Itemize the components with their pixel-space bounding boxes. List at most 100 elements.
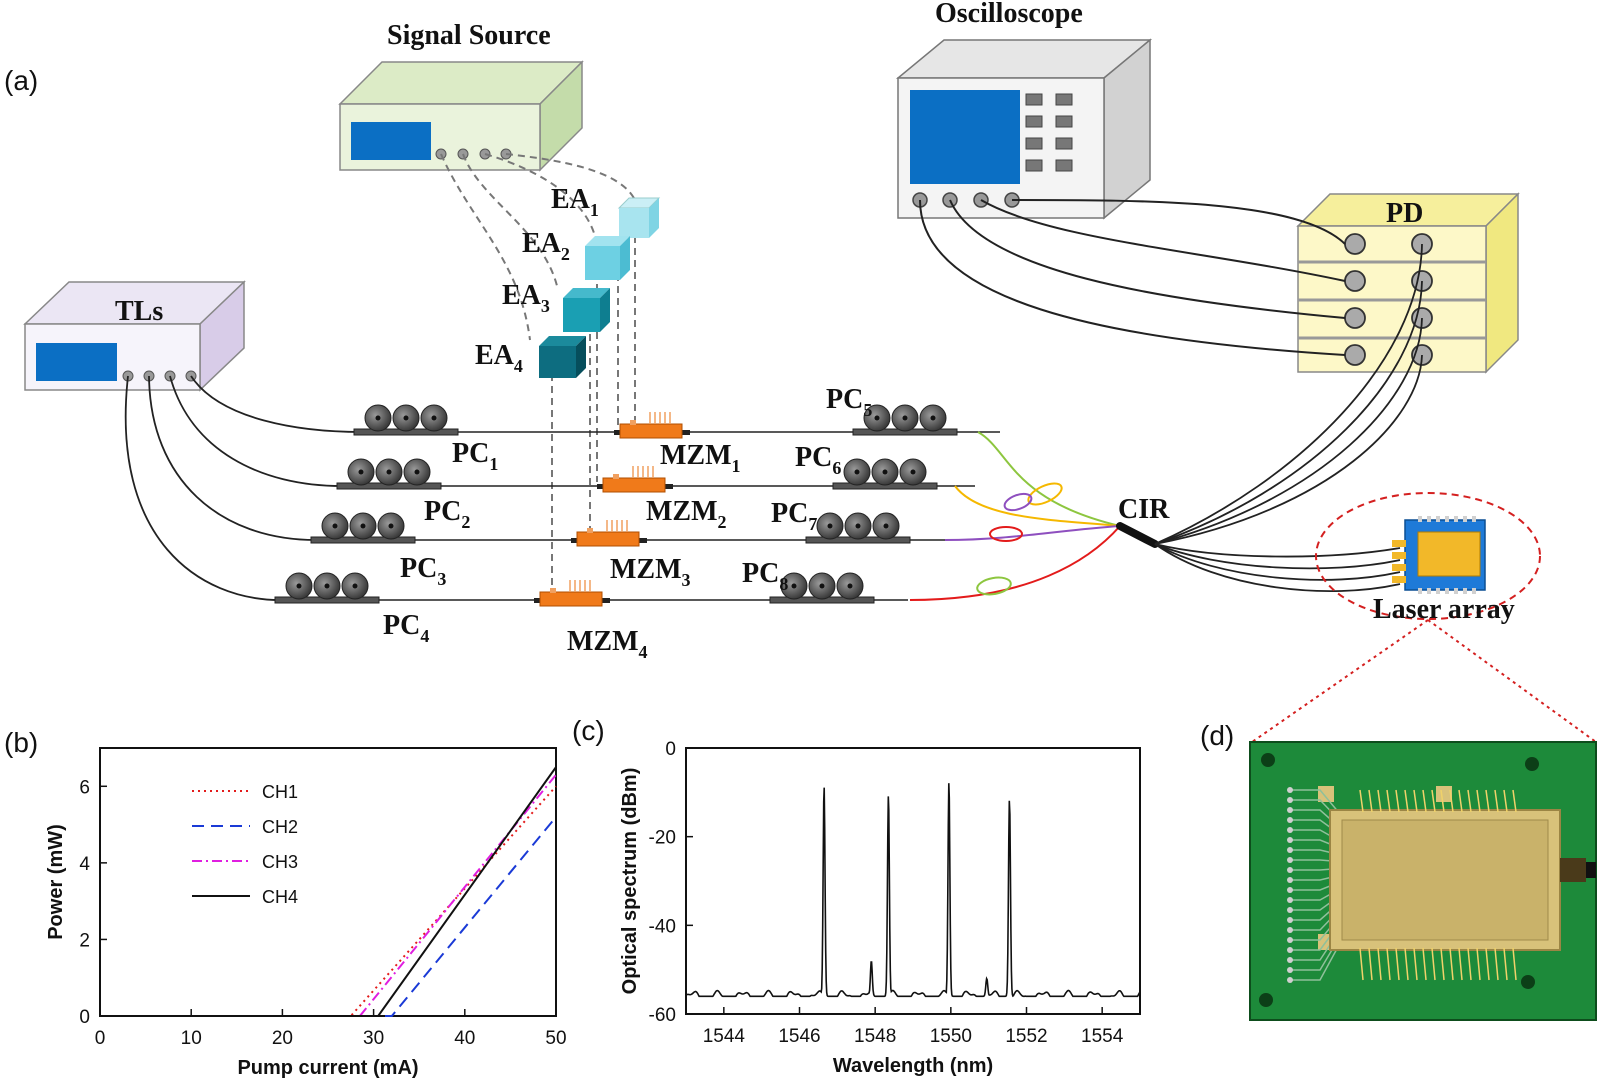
pc-7-label: PC <box>771 498 808 529</box>
chart-b-ytick: 2 <box>79 930 90 951</box>
pc-8-label: PC <box>742 558 779 589</box>
chart-b-ytick: 0 <box>79 1007 90 1028</box>
oscilloscope-box <box>895 38 1153 220</box>
chart-b-axes-box <box>99 747 557 1017</box>
pd-label: PD <box>1386 198 1423 229</box>
pc-3-label: PC <box>400 553 437 584</box>
chart-b-xtick: 10 <box>181 1028 202 1049</box>
laser-array-chip <box>1392 516 1486 594</box>
pc-labels: PC1 PC2 PC3 PC4 PC5 PC6 PC7 PC8 <box>383 384 872 646</box>
chart-c-xtick: 1552 <box>1005 1026 1047 1047</box>
svg-text:PC7: PC7 <box>771 498 817 534</box>
pc-4-label: PC <box>383 610 420 641</box>
pc-2-label: PC <box>424 496 461 527</box>
chart-c-ytick: -40 <box>649 916 676 937</box>
ea-4-cube <box>539 336 586 378</box>
svg-text:MZM1: MZM1 <box>660 440 741 476</box>
chart-c-ytick: -60 <box>649 1005 676 1026</box>
svg-text:PC1: PC1 <box>452 438 498 474</box>
signal-source-label: Signal Source <box>387 20 551 51</box>
ea-4-label: EA <box>475 340 515 371</box>
chart-b-legend-label: CH3 <box>262 852 298 872</box>
tls-screen <box>36 343 117 381</box>
chart-b-ytick: 6 <box>79 777 90 798</box>
rf-cables <box>440 153 636 596</box>
chart-c-xtick: 1550 <box>930 1026 972 1047</box>
chart-c-ytick: 0 <box>665 739 676 760</box>
pc-5-label: PC <box>826 384 863 415</box>
svg-text:PC4: PC4 <box>383 610 429 646</box>
laser-array-photo <box>1249 741 1597 1021</box>
zoom-line-left <box>1251 619 1429 743</box>
chart-c-xtick: 1554 <box>1081 1026 1124 1047</box>
chart-b-ylabel: Power (mW) <box>45 824 67 940</box>
signal-source-box <box>338 60 584 172</box>
chart-c-xtick: 1546 <box>778 1026 820 1047</box>
cir-input-fibers <box>909 431 1121 601</box>
mzm-3-label: MZM <box>610 554 682 585</box>
mzm-2 <box>597 466 673 493</box>
pc-4 <box>274 572 380 604</box>
ea-cubes <box>539 197 661 378</box>
mzm-1-label: MZM <box>660 440 732 471</box>
pc-8 <box>769 572 875 604</box>
chart-b-series-ch3 <box>100 774 557 1017</box>
cir-label: CIR <box>1118 494 1170 525</box>
mzm-1 <box>614 412 690 439</box>
panel-label-a: (a) <box>4 65 38 96</box>
ea-2-cube <box>585 236 630 280</box>
laser-array-highlight <box>1315 492 1541 620</box>
chart-b-legend-label: CH4 <box>262 887 298 907</box>
pd-box <box>1296 192 1520 374</box>
panel-label-b: (b) <box>4 727 38 758</box>
chart-b-xlabel: Pump current (mA) <box>237 1057 418 1079</box>
svg-text:PC2: PC2 <box>424 496 470 532</box>
chart-b-xtick: 20 <box>272 1028 293 1049</box>
panel-a: (a) Signal Source <box>4 0 1597 743</box>
pc-1-label: PC <box>452 438 489 469</box>
ea-1-cube <box>617 197 661 238</box>
osc-pd-cables <box>919 199 1346 356</box>
tls-fibers <box>124 375 363 601</box>
ea-3-label: EA <box>502 280 542 311</box>
signal-source-screen <box>351 122 431 160</box>
chart-b-ytick: 4 <box>79 854 90 875</box>
chart-c-ytick: -20 <box>649 828 676 849</box>
ea-labels: EA1 EA2 EA3 EA4 <box>475 184 599 376</box>
ea-1-label: EA <box>551 184 591 215</box>
chart-b-xtick: 30 <box>363 1028 384 1049</box>
chart-b-legend-label: CH1 <box>262 782 298 802</box>
svg-text:PC6: PC6 <box>795 442 841 478</box>
oscilloscope-label: Oscilloscope <box>935 0 1083 29</box>
chart-c-xtick: 1548 <box>854 1026 896 1047</box>
svg-text:PC8: PC8 <box>742 558 788 594</box>
panel-d: (d) <box>1200 720 1597 1021</box>
oscilloscope-screen <box>910 90 1020 184</box>
mzm-4 <box>534 580 610 607</box>
mzm-2-label: MZM <box>646 496 718 527</box>
chart-b-xtick: 0 <box>95 1028 106 1049</box>
chart-c-axes-box <box>685 747 1141 1015</box>
panel-label-c: (c) <box>572 715 605 746</box>
chart-b-series-ch2 <box>100 816 557 1017</box>
pc-right-group <box>769 404 958 604</box>
svg-text:MZM3: MZM3 <box>610 554 691 590</box>
chart-b-legend-label: CH2 <box>262 817 298 837</box>
pc-7 <box>805 512 911 544</box>
chart-c-xlabel: Wavelength (nm) <box>833 1055 993 1077</box>
svg-text:MZM4: MZM4 <box>567 626 648 662</box>
svg-text:EA1: EA1 <box>551 184 599 220</box>
chart-b-xtick: 50 <box>545 1028 566 1049</box>
chart-b-series-ch4 <box>100 766 557 1017</box>
tls-label: TLs <box>115 296 163 327</box>
circulator <box>1116 522 1159 548</box>
chart-c-spectrum-line <box>685 783 1141 998</box>
svg-text:PC3: PC3 <box>400 553 446 589</box>
laser-array-label: Laser array <box>1373 594 1515 625</box>
panel-label-d: (d) <box>1200 720 1234 751</box>
pc-2 <box>336 458 442 490</box>
chart-b-xtick: 40 <box>454 1028 475 1049</box>
